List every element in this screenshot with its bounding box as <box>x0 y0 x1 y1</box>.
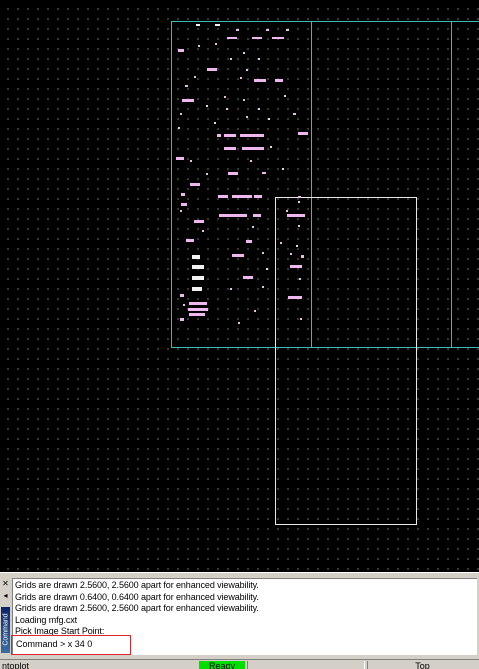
panel-splitter[interactable] <box>0 572 479 577</box>
command-window-title-text: Command <box>2 613 10 646</box>
silkscreen-artwork <box>176 24 308 324</box>
command-input-highlight[interactable]: Command > x 34 0 <box>11 635 131 655</box>
status-command-name: ntoplot <box>2 661 30 669</box>
command-output[interactable]: Grids are drawn 2.5600, 2.5600 apart for… <box>12 578 477 655</box>
design-canvas[interactable] <box>0 0 479 572</box>
board-drawing <box>171 21 479 525</box>
command-output-line: Grids are drawn 2.5600, 2.5600 apart for… <box>15 603 259 613</box>
command-window: ✕ ◂ Command Grids are drawn 2.5600, 2.56… <box>0 577 479 657</box>
close-icon[interactable]: ✕ <box>2 579 9 588</box>
board-outline-middle <box>311 21 452 348</box>
status-view-indicator: Top <box>367 661 477 669</box>
command-output-line: Pick Image Start Point: <box>15 626 105 636</box>
command-window-title: Command <box>1 607 10 653</box>
command-output-line: Grids are drawn 2.5600, 2.5600 apart for… <box>15 580 259 590</box>
board-outline-right <box>451 21 479 348</box>
command-output-line: Loading mfg.cxt <box>15 614 78 625</box>
status-bar: ntoplot Ready Top <box>0 659 479 669</box>
status-ready-indicator: Ready <box>199 661 245 669</box>
command-output-line: Grids are drawn 0.6400, 0.6400 apart for… <box>15 591 259 602</box>
status-message-field <box>247 661 365 669</box>
command-input[interactable]: Command > x 34 0 <box>16 639 93 649</box>
image-selection-rectangle[interactable] <box>275 197 417 525</box>
dock-arrow-icon[interactable]: ◂ <box>3 591 8 600</box>
command-window-titlebar[interactable]: ✕ ◂ Command <box>0 577 11 655</box>
